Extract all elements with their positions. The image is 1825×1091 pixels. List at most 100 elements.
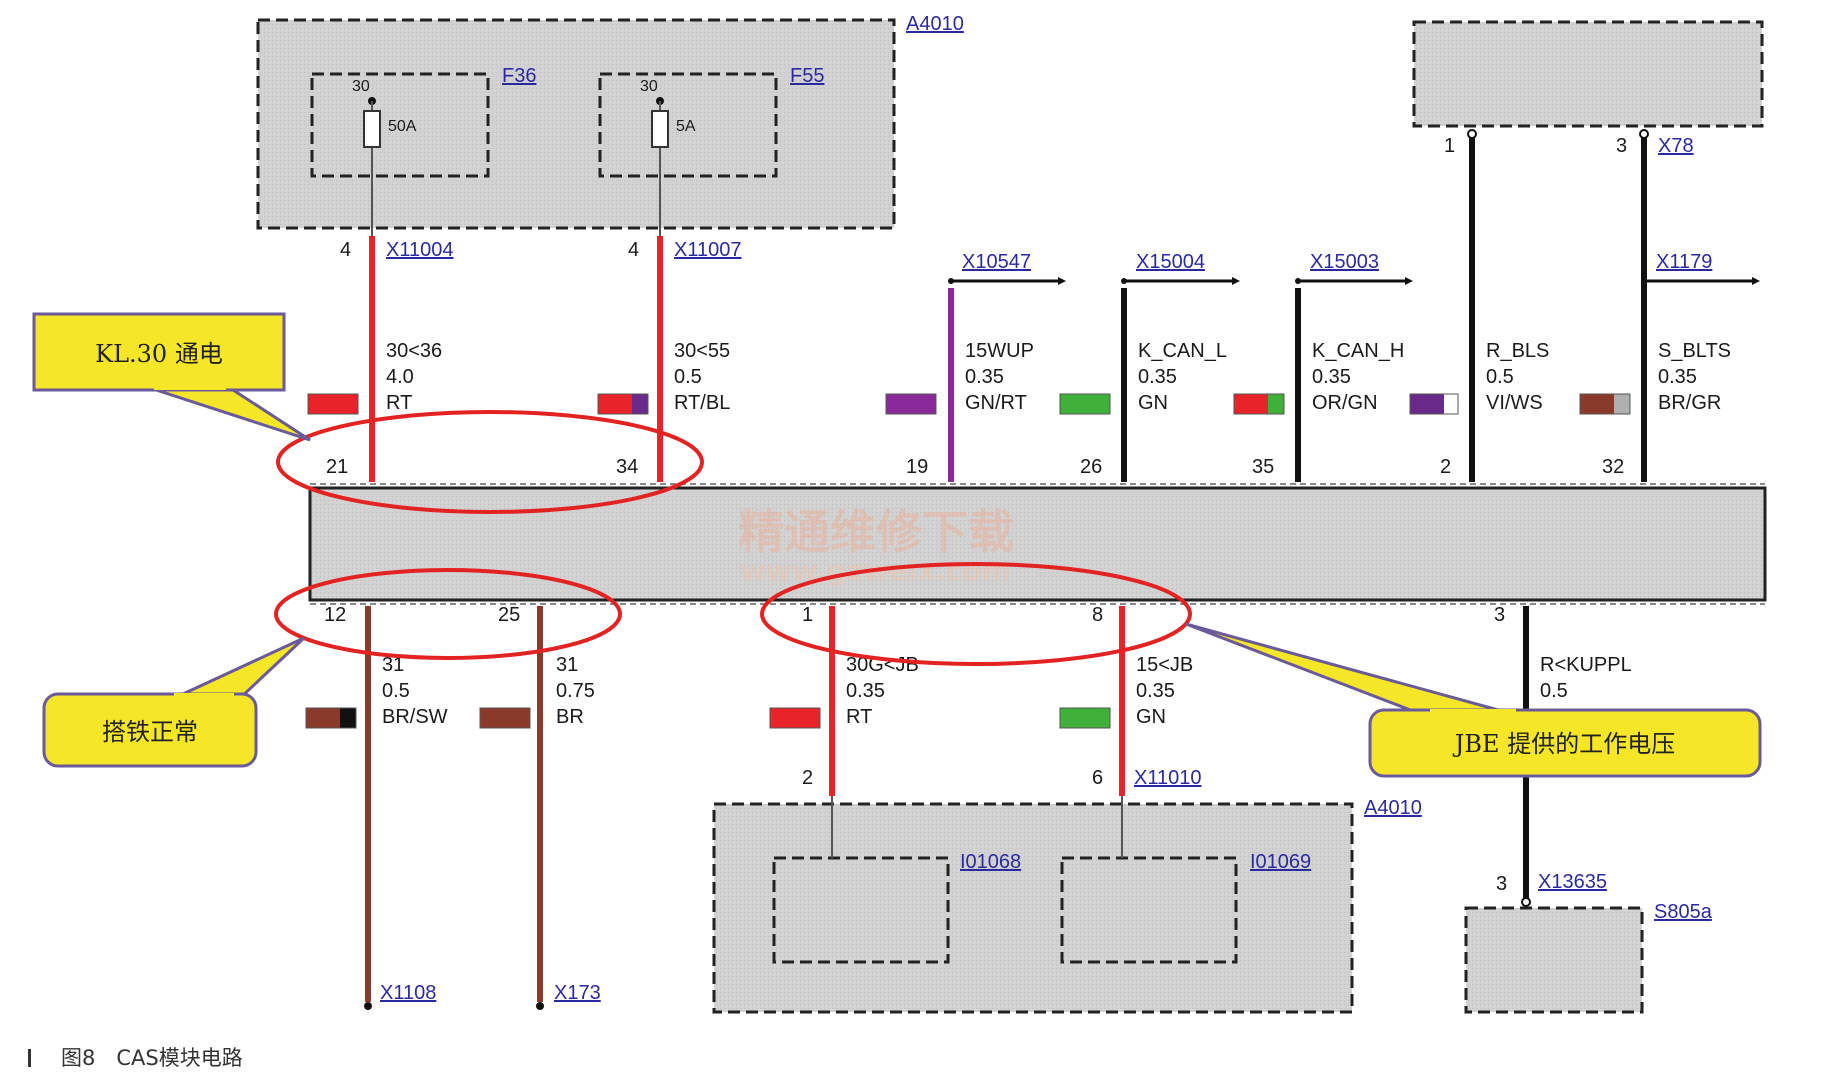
- pin-number: 19: [906, 456, 928, 478]
- wire-pin-26: X15004 K_CAN_L 0.35 GN 26: [1059, 251, 1240, 482]
- fuse-f36-rating: 50A: [388, 118, 417, 135]
- src-pin: 4: [340, 239, 351, 261]
- wire-color-swatch: [1059, 393, 1111, 415]
- wire-size: 0.35: [1658, 366, 1697, 388]
- dst-pin: 2: [802, 767, 813, 789]
- wire-size: 0.35: [846, 680, 885, 702]
- connector-x15003: X15003: [1310, 251, 1379, 273]
- wire-color-code: RT/BL: [674, 392, 730, 414]
- wire-color-code: RT: [386, 392, 412, 414]
- insert-i01069: I01069: [1250, 851, 1311, 873]
- wire-color-code: GN: [1136, 706, 1166, 728]
- wire-pin-8: 8 15<JB 0.35 GN 6 X11010: [1059, 604, 1201, 796]
- watermark-title: 精通维修下载: [738, 505, 1014, 559]
- dst-pin: 6: [1092, 767, 1103, 789]
- callout-ground-text: 搭铁正常: [102, 718, 198, 746]
- wire-color-swatch: [1410, 394, 1444, 414]
- wire-color-swatch: [1234, 394, 1268, 414]
- wire-color-swatch: [306, 708, 340, 728]
- switch-label-s805a: S805a: [1654, 901, 1713, 923]
- callout-jbe: JBE 提供的工作电压: [1185, 622, 1762, 778]
- src-pin: 4: [628, 239, 639, 261]
- fuse-f55-icon: [651, 110, 669, 148]
- wire-pin-12: 12 31 0.5 BR/SW X1108: [305, 604, 448, 1010]
- wire-color-swatch: [885, 393, 937, 415]
- brake-switch-module: [1412, 20, 1764, 128]
- figure-caption: 图8 CAS模块电路: [28, 1042, 243, 1072]
- wire-signal: 31: [556, 654, 578, 676]
- wire-signal: 30<36: [386, 340, 442, 362]
- fuse-f55-box: [598, 72, 778, 178]
- wire-size: 0.75: [556, 680, 595, 702]
- module-label-a4010-bottom: A4010: [1364, 797, 1422, 819]
- wire-pin-2: 1 R_BLS 0.5 VI/WS 2: [1409, 129, 1549, 482]
- wire-color-code: VI/WS: [1486, 392, 1543, 414]
- watermark: 精通维修下载 www.gzweix.com: [738, 505, 1014, 587]
- wire-size: 0.35: [1312, 366, 1351, 388]
- pin-number: 32: [1602, 456, 1624, 478]
- pin-number: 3: [1494, 604, 1505, 626]
- fuse-f36-box: [310, 72, 490, 178]
- connector-x11007: X11007: [674, 239, 741, 261]
- wire-signal: 15WUP: [965, 340, 1034, 362]
- wire-size: 0.35: [1138, 366, 1177, 388]
- wire-color-swatch: [307, 393, 359, 415]
- pin-number: 34: [616, 456, 638, 478]
- fuse-f55-terminal: 30: [640, 78, 658, 95]
- fuse-f36-icon: [363, 110, 381, 148]
- wire-color-code: BR/GR: [1658, 392, 1721, 414]
- connector-x78: X78: [1658, 135, 1694, 157]
- wire-size: 0.5: [1486, 366, 1514, 388]
- wire-pin-21: 4 X11004 30<36 4.0 RT 21: [307, 236, 453, 482]
- insert-i01068: I01068: [960, 851, 1021, 873]
- pin-number: 26: [1080, 456, 1102, 478]
- wire-pin-1: 1 30G<JB 0.35 RT 2: [769, 604, 919, 796]
- wire-color-swatch: [1059, 707, 1111, 729]
- dst-pin: 3: [1496, 873, 1507, 895]
- pin-number: 1: [802, 604, 813, 626]
- src-pin: 3: [1616, 135, 1627, 157]
- wire-signal: K_CAN_L: [1138, 340, 1227, 362]
- src-pin: 1: [1444, 135, 1455, 157]
- wire-color-code: BR/SW: [382, 706, 448, 728]
- clutch-switch-s805a: S805a: [1464, 901, 1713, 1014]
- wire-signal: 31: [382, 654, 404, 676]
- wire-color-code: BR: [556, 706, 584, 728]
- wire-pin-35: X15003 K_CAN_H 0.35 OR/GN 35: [1233, 251, 1413, 482]
- pin-number: 21: [326, 456, 348, 478]
- wire-pin-34: 4 X11007 30<55 0.5 RT/BL 34: [597, 236, 741, 482]
- connector-x13635: X13635: [1538, 871, 1607, 893]
- junction-box-a4010: A4010 I01068 I01069: [712, 796, 1422, 1014]
- wire-pin-25: 25 31 0.75 BR X173: [479, 604, 601, 1010]
- wire-pin-3: 3 R<KUPPL 0.5 3 X13635: [1494, 604, 1632, 907]
- wire-signal: 30<55: [674, 340, 730, 362]
- caption-bar: [28, 1049, 31, 1067]
- wire-color-code: OR/GN: [1312, 392, 1378, 414]
- wire-signal: K_CAN_H: [1312, 340, 1404, 362]
- callout-kl30: KL.30 通电: [32, 312, 311, 442]
- connector-x10547: X10547: [962, 251, 1031, 273]
- highlight-ellipse-kl30: [276, 410, 704, 514]
- wire-color-swatch: [598, 394, 632, 414]
- wire-signal: R_BLS: [1486, 340, 1549, 362]
- callout-jbe-text: JBE 提供的工作电压: [1452, 730, 1675, 758]
- wire-signal: R<KUPPL: [1540, 654, 1632, 676]
- cas-module-body: [308, 486, 1767, 602]
- connector-x1108: X1108: [380, 982, 436, 1004]
- fuse-f36-label: F36: [502, 65, 536, 87]
- fuse-module-a4010: A4010 F36 30 50A F55 30 5A: [256, 13, 964, 236]
- pin-number: 25: [498, 604, 520, 626]
- wire-color-swatch: [769, 707, 821, 729]
- connector-x15004: X15004: [1136, 251, 1205, 273]
- wire-pin-32: 3 X78 X1179 S_BLTS 0.35 BR/GR 32: [1579, 129, 1760, 482]
- wire-size: 4.0: [386, 366, 414, 388]
- pin-number: 12: [324, 604, 346, 626]
- wire-pin-19: X10547 15WUP 0.35 GN/RT 19: [885, 251, 1066, 482]
- pin-number: 8: [1092, 604, 1103, 626]
- fuse-f36-terminal: 30: [352, 78, 370, 95]
- wire-signal: 15<JB: [1136, 654, 1193, 676]
- connector-x1179: X1179: [1656, 251, 1712, 273]
- wire-color-swatch: [479, 707, 531, 729]
- connector-x11004: X11004: [386, 239, 453, 261]
